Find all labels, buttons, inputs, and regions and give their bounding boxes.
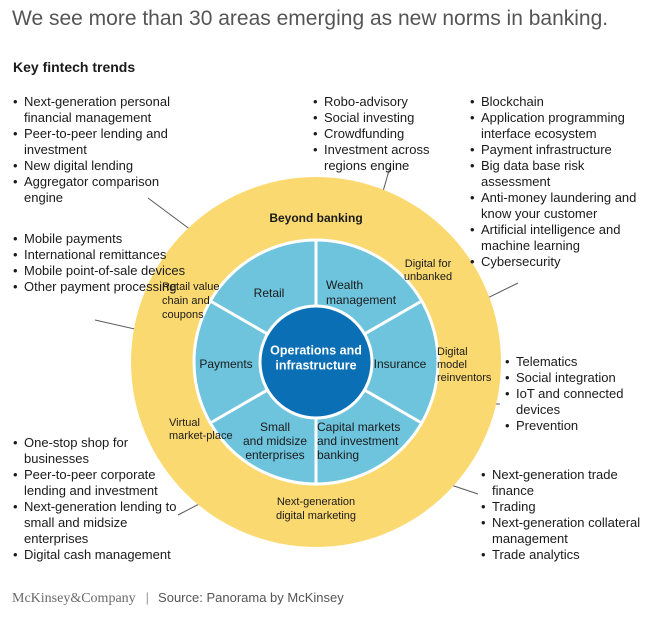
footer: McKinsey&Company | Source: Panorama by McK…: [12, 590, 344, 607]
list-item: Investment across regions engine: [313, 142, 443, 174]
list-item: Trading: [481, 499, 641, 515]
list-item: Next-generation personal financial manag…: [13, 94, 188, 126]
center-circle: [258, 304, 374, 420]
list-sme-trends: One-stop shop for businessesPeer-to-peer…: [13, 435, 193, 563]
list-item: Telematics: [505, 354, 640, 370]
list-item: Digital cash management: [13, 547, 193, 563]
list-item: Robo-advisory: [313, 94, 443, 110]
list-item: Other payment processing: [13, 279, 188, 295]
list-payment-trends: Mobile paymentsInternational remittances…: [13, 231, 188, 295]
list-item: Prevention: [505, 418, 640, 434]
list-item: Mobile payments: [13, 231, 188, 247]
brand-logo: McKinsey&Company: [12, 591, 136, 606]
list-item: Payment infrastructure: [470, 142, 640, 158]
list-item: Next-generation lending to small and mid…: [13, 499, 193, 547]
subtitle: Key fintech trends: [13, 59, 136, 75]
list-item: Blockchain: [470, 94, 640, 110]
list-item: International remittances: [13, 247, 188, 263]
segment-label-retail: Retail: [254, 286, 285, 300]
list-item: Peer-to-peer corporate lending and inves…: [13, 467, 193, 499]
list-wealth-trends: Robo-advisorySocial investingCrowdfundin…: [313, 94, 443, 174]
list-item: Cybersecurity: [470, 254, 640, 270]
list-item: Next-generation trade finance: [481, 467, 641, 499]
footer-separator: |: [145, 590, 150, 605]
segment-label-insurance: Insurance: [374, 357, 427, 371]
source-note: Source: Panorama by McKinsey: [158, 590, 344, 605]
outer-label-beyond-banking: Beyond banking: [269, 211, 362, 225]
list-item: Crowdfunding: [313, 126, 443, 142]
list-item: Anti-money laundering and know your cust…: [470, 190, 640, 222]
list-item: Big data base risk assessment: [470, 158, 640, 190]
list-item: New digital lending: [13, 158, 188, 174]
segment-label-payments: Payments: [199, 357, 252, 371]
list-infrastructure-trends: BlockchainApplication programming interf…: [470, 94, 640, 270]
list-item: Mobile point-of-sale devices: [13, 263, 188, 279]
list-item: Artificial intelligence and machine lear…: [470, 222, 640, 254]
list-item: Next-generation collateral management: [481, 515, 641, 547]
list-item: Trade analytics: [481, 547, 641, 563]
list-item: Application programming interface ecosys…: [470, 110, 640, 142]
list-capital-markets-trends: Next-generation trade financeTradingNext…: [481, 467, 641, 563]
list-insurance-trends: TelematicsSocial integrationIoT and conn…: [505, 354, 640, 434]
list-item: Social integration: [505, 370, 640, 386]
page-title: We see more than 30 areas emerging as ne…: [12, 7, 609, 30]
list-item: Peer-to-peer lending and investment: [13, 126, 188, 158]
list-item: One-stop shop for businesses: [13, 435, 193, 467]
list-retail-trends: Next-generation personal financial manag…: [13, 94, 188, 206]
list-item: IoT and connected devices: [505, 386, 640, 418]
list-item: Aggregator comparison engine: [13, 174, 188, 206]
list-item: Social investing: [313, 110, 443, 126]
